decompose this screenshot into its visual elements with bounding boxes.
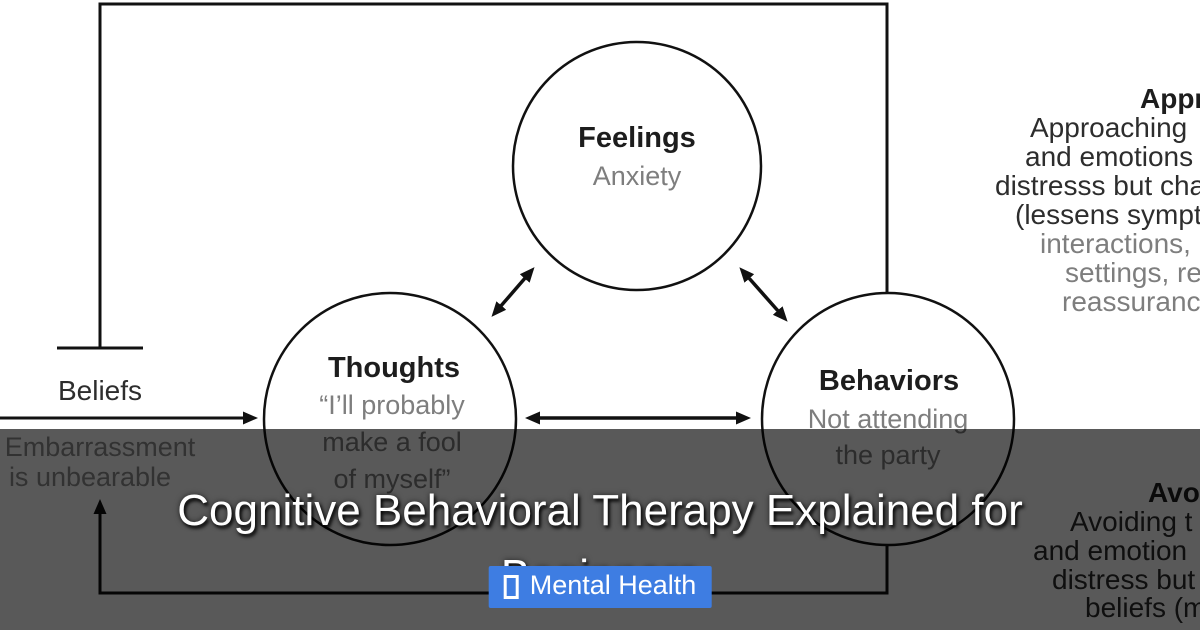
loop-top-connector-line	[98, 2, 889, 347]
approach-line6: settings, re	[1065, 257, 1200, 288]
category-badge[interactable]: Mental Health	[488, 566, 712, 608]
approach-heading: Appr	[1140, 83, 1200, 114]
approach-line5: interactions,	[1040, 228, 1191, 259]
placeholder-square-icon	[503, 574, 519, 599]
feelings-heading: Feelings	[578, 122, 696, 154]
beliefs-label: Beliefs	[58, 375, 142, 406]
feelings-behaviors-arrow	[739, 267, 788, 322]
page-title: Cognitive Behavioral Therapy Explained f…	[177, 486, 1023, 600]
thoughts-heading: Thoughts	[328, 352, 460, 384]
approach-line4: (lessens sympt	[1015, 199, 1200, 230]
thoughts-example-line1: “I’ll probably	[319, 390, 465, 420]
approach-line1: Approaching	[1030, 112, 1187, 143]
approach-line7: reassuranc	[1062, 286, 1200, 317]
approach-line2: and emotions	[1025, 141, 1193, 172]
feelings-example: Anxiety	[593, 161, 682, 191]
behaviors-heading: Behaviors	[819, 365, 959, 397]
feelings-circle	[511, 40, 763, 292]
thoughts-feelings-arrow	[491, 267, 535, 317]
category-badge-label: Mental Health	[529, 570, 697, 600]
approach-line3: distresss but cha	[995, 170, 1200, 201]
